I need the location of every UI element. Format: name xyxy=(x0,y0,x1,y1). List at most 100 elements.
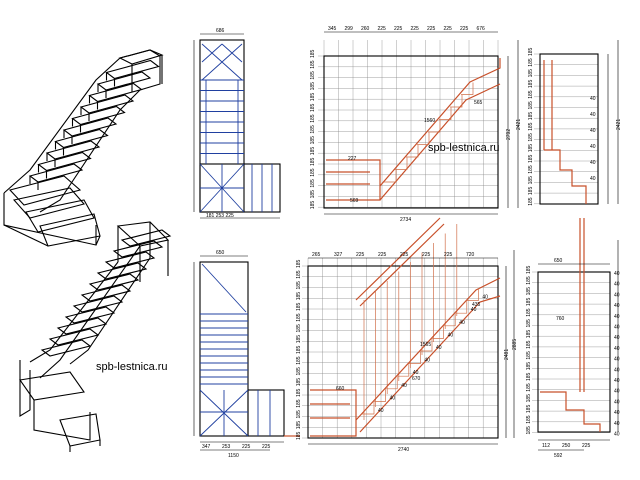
s2-top-dim: 720 xyxy=(466,252,475,258)
s2-riser-dim: 185 xyxy=(296,335,302,344)
e1-riser-dim: 185 xyxy=(528,187,534,196)
s2-top-dim: 225 xyxy=(400,252,409,258)
e2-riser-dim: 185 xyxy=(526,308,532,317)
e2-small-dim: 40 xyxy=(614,367,620,373)
iso2-tread-frame xyxy=(88,273,140,291)
dim-plan1-bottom: 181 253 225 xyxy=(206,213,234,219)
e1-small-dim: 40 xyxy=(590,144,596,150)
e2-riser-dim: 185 xyxy=(526,405,532,414)
s1-riser-dim: 185 xyxy=(310,157,316,166)
s2-small-dim: 40 xyxy=(482,295,488,301)
s2-step xyxy=(443,313,456,327)
e2-small-dim: 40 xyxy=(614,325,620,331)
dim-plan2-bottom: 253 xyxy=(222,444,231,450)
s2-top-dim: 327 xyxy=(334,252,343,258)
s2-riser-dim: 185 xyxy=(296,292,302,301)
iso1-tread xyxy=(37,151,92,172)
s2-top-dim: 225 xyxy=(356,252,365,258)
s1-top-dim: 225 xyxy=(394,26,403,32)
e2-small-dim: 40 xyxy=(614,271,620,277)
e2-riser-dim: 185 xyxy=(526,276,532,285)
s2-riser-dim: 185 xyxy=(296,259,302,268)
e2-riser-dim: 185 xyxy=(526,426,532,435)
s2-step xyxy=(385,376,398,390)
iso1-riser xyxy=(46,153,56,167)
s2-top-dim: 265 xyxy=(312,252,321,258)
s2-step xyxy=(431,326,444,339)
s1-top-dim: 345 xyxy=(328,26,337,32)
s2-small-dim: 40 xyxy=(390,395,396,401)
s1-step xyxy=(461,82,474,95)
iso2-tread-frame xyxy=(80,284,132,302)
s1-step xyxy=(417,132,430,145)
dim-plan1-top: 686 xyxy=(216,28,225,34)
s2-riser-dim: 185 xyxy=(296,270,302,279)
iso1-tread xyxy=(96,71,152,91)
e2-riser-dim: 185 xyxy=(526,351,532,360)
dim-s2-total: 2740 xyxy=(398,447,409,453)
s2-top-dim: 225 xyxy=(422,252,431,258)
s2-small-dim: 40 xyxy=(471,307,477,313)
s1-riser-dim: 185 xyxy=(310,103,316,112)
iso1-tread xyxy=(79,94,135,114)
e2-riser-dim: 185 xyxy=(526,383,532,392)
iso1-riser xyxy=(54,141,65,156)
dim-s1-h2: 2421 xyxy=(516,119,522,130)
e2-riser-dim: 185 xyxy=(526,265,532,274)
s1-riser-dim: 185 xyxy=(310,190,316,199)
e1-riser-dim: 185 xyxy=(528,133,534,142)
s2-riser-dim: 185 xyxy=(296,410,302,419)
section-view-lower: 1851851851851851851851851851851851851851… xyxy=(296,217,518,453)
plan-view-upper: 686 181 253 225 xyxy=(193,28,281,219)
e1-riser-dim: 185 xyxy=(528,101,534,110)
elevation-view-lower: 185 40 185 40 185 40 185 40 185 40 185 40 185 40 185 40… xyxy=(526,218,620,459)
iso1-riser xyxy=(80,107,90,121)
s2-riser-dim: 185 xyxy=(296,302,302,311)
e1-riser-dim: 185 xyxy=(528,165,534,174)
iso2-tread-frame xyxy=(96,262,148,280)
dim-plan2-bottom: 347 xyxy=(202,444,211,450)
s2-step xyxy=(454,301,468,314)
e2-small-dim: 40 xyxy=(614,432,620,438)
s1-riser-dim: 185 xyxy=(310,179,316,188)
s2-step xyxy=(408,351,421,364)
s1-step xyxy=(450,95,463,108)
e2-small-dim: 40 xyxy=(614,357,620,363)
iso2-tread-frame xyxy=(40,339,92,357)
plan1-stringer xyxy=(205,80,239,164)
dim-e2-total: 592 xyxy=(554,453,563,459)
e1-riser-dim: 185 xyxy=(528,144,534,153)
s1-top-dim: 225 xyxy=(378,26,387,32)
dim-e2-top: 650 xyxy=(554,258,563,264)
e2-small-dim: 40 xyxy=(614,421,620,427)
iso1-riser xyxy=(63,130,73,144)
s1-riser-dim: 185 xyxy=(310,114,316,123)
iso1-riser xyxy=(37,164,48,179)
e1-riser-dim: 185 xyxy=(528,154,534,163)
s2-riser-dim: 185 xyxy=(296,388,302,397)
s1-riser-dim: 185 xyxy=(310,168,316,177)
e2-bottom-dim: 225 xyxy=(582,443,591,449)
s1-step xyxy=(406,145,419,158)
s2-small-dim: 40 xyxy=(401,383,407,389)
e2-riser-dim: 185 xyxy=(526,340,532,349)
e1-riser-dim: 185 xyxy=(528,197,534,206)
s1-top-dim: 225 xyxy=(460,26,469,32)
e2-small-dim: 40 xyxy=(614,378,620,384)
s1-riser-dim: 185 xyxy=(310,147,316,156)
s1-top-dim: 676 xyxy=(477,26,486,32)
s1-step xyxy=(428,120,441,133)
dim-s2-h1: 2481 xyxy=(504,349,510,360)
e2-riser-dim: 185 xyxy=(526,330,532,339)
s2-small-dim: 40 xyxy=(378,408,384,414)
iso1-tread xyxy=(45,140,101,160)
e2-small-dim: 40 xyxy=(614,303,620,309)
s2-top-dim: 225 xyxy=(378,252,387,258)
iso2-tread-frame xyxy=(56,317,108,335)
iso2-tread-frame xyxy=(64,306,116,324)
e2-riser-dim: 185 xyxy=(526,319,532,328)
s2-small-dim: 40 xyxy=(413,370,419,376)
e2-small-dim: 40 xyxy=(614,282,620,288)
